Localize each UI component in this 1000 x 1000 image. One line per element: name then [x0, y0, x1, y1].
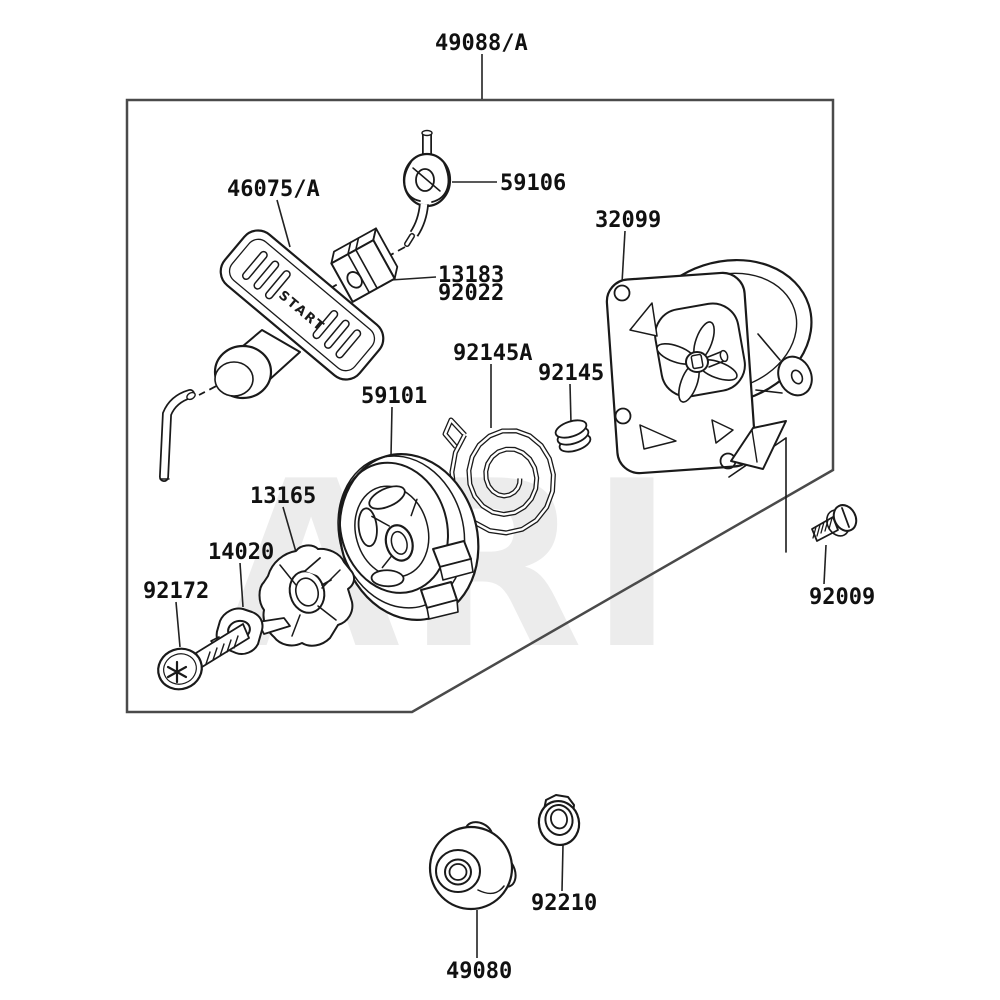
label-rope-guide: 59106 [500, 171, 566, 196]
part-small-spring [554, 419, 592, 453]
label-spiral-spring: 92145A [453, 341, 532, 366]
part-starter-grip: START [213, 229, 385, 400]
part-starter-housing [605, 258, 813, 475]
label-assembly: 49088/A [435, 31, 528, 56]
label-small-spring: 92145 [538, 361, 604, 386]
assembly-border-frame [125, 98, 835, 714]
part-spiral-spring [442, 417, 556, 536]
part-screw [157, 623, 250, 691]
label-clamp-upper: 13183 [438, 263, 504, 288]
label-nut: 92210 [531, 891, 597, 916]
label-bolt: 92009 [809, 585, 875, 610]
starter-rope [159, 379, 229, 482]
label-cup: 49080 [446, 959, 512, 984]
part-pulley [337, 453, 480, 621]
label-screw: 92172 [143, 579, 209, 604]
label-clamp-lower: 92022 [438, 281, 504, 306]
leader-lines [175, 54, 827, 958]
part-rope-clamp [330, 227, 399, 303]
part-rope-guide-knot [402, 129, 452, 247]
part-mount-bolt [811, 504, 858, 542]
part-starter-cup [428, 821, 517, 911]
label-pulley: 59101 [361, 384, 427, 409]
label-ratchet: 13165 [250, 484, 316, 509]
label-retainer: 14020 [208, 540, 274, 565]
part-flange-nut [537, 794, 581, 847]
label-housing: 32099 [595, 208, 661, 233]
label-handle: 46075/A [227, 177, 320, 202]
part-labels: 49088/A 46075/A 59106 32099 13183 92022 … [143, 31, 875, 984]
